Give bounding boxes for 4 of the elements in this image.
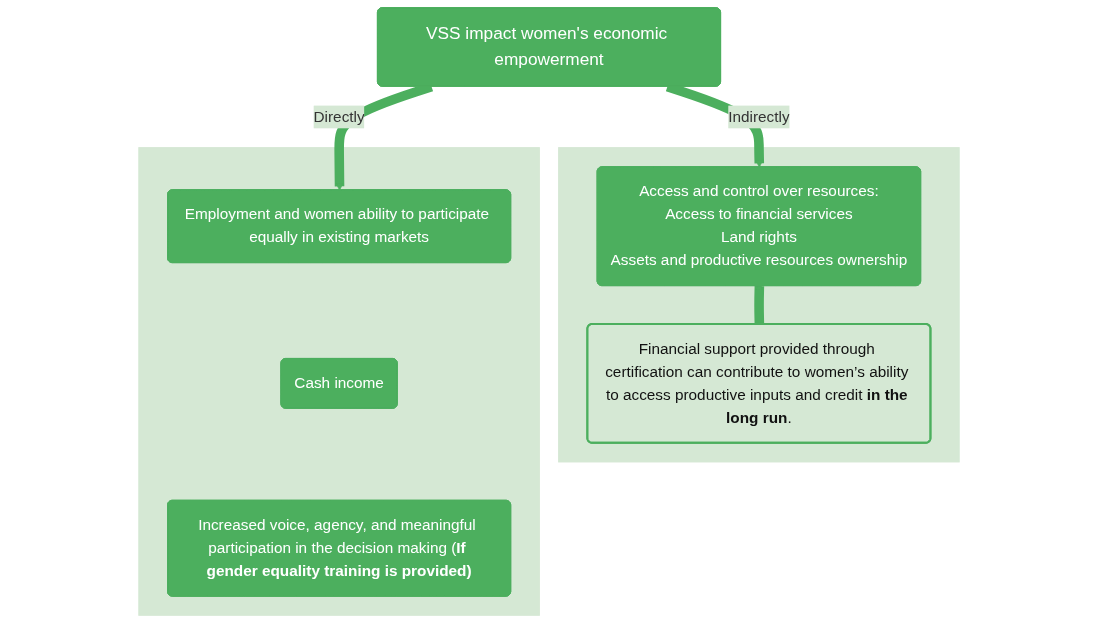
edge-label: Indirectly xyxy=(728,108,790,125)
cluster xyxy=(558,147,960,463)
edge-label: Directly xyxy=(313,108,365,125)
cluster xyxy=(138,147,540,616)
